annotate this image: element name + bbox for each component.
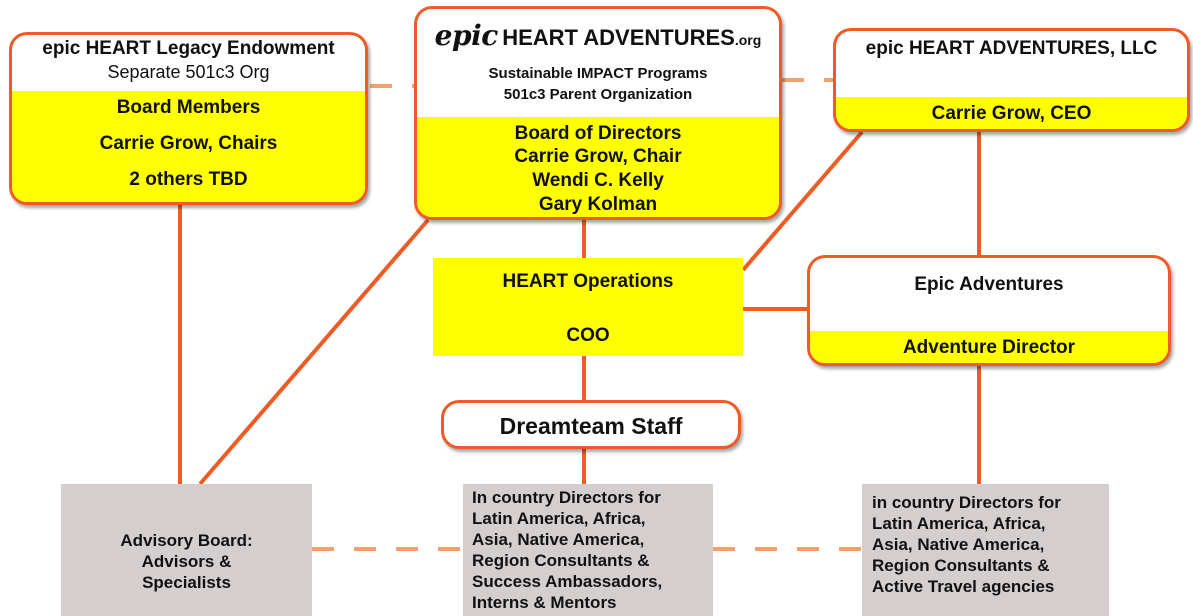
- endowment-line-2: Carrie Grow, Chairs: [99, 133, 278, 154]
- center-line-1: In country Directors for: [472, 488, 661, 507]
- advisory-line-1: Advisory Board:: [120, 531, 253, 550]
- org-line-3: Wendi C. Kelly: [532, 170, 664, 191]
- center-line-6: Interns & Mentors: [472, 593, 617, 612]
- advisory-line-3: Specialists: [142, 573, 231, 592]
- dreamteam-box: Dreamteam Staff: [441, 400, 741, 449]
- center-line-5: Success Ambassadors,: [472, 572, 663, 591]
- right-line-1: in country Directors for: [872, 493, 1061, 512]
- epic-adventures-role: Adventure Director: [902, 337, 1076, 358]
- endowment-box: epic HEART Legacy Endowment Separate 501…: [9, 32, 368, 205]
- in-country-center-box: In country Directors for Latin America, …: [463, 484, 713, 616]
- right-line-4: Region Consultants &: [872, 556, 1050, 575]
- org-line-4: Gary Kolman: [538, 194, 658, 215]
- dreamteam-title: Dreamteam Staff: [499, 413, 683, 439]
- epic-adventures-box: Epic Adventures Adventure Director: [807, 255, 1171, 366]
- endowment-line-1: Board Members: [116, 97, 261, 118]
- connector-org-advisory: [198, 218, 430, 486]
- center-line-2: Latin America, Africa,: [472, 509, 646, 528]
- epic-adventures-director-panel: Adventure Director: [810, 331, 1168, 363]
- endowment-title: epic HEART Legacy Endowment: [42, 38, 335, 59]
- right-line-5: Active Travel agencies: [872, 577, 1055, 596]
- center-line-3: Asia, Native America,: [472, 530, 645, 549]
- llc-line-1: Carrie Grow, CEO: [931, 103, 1092, 124]
- advisory-line-2: Advisors &: [141, 552, 232, 571]
- org-line-2: Carrie Grow, Chair: [514, 146, 682, 167]
- in-country-right-box: in country Directors for Latin America, …: [862, 484, 1109, 616]
- org-logo: epic HEART ADVENTURES.org: [417, 19, 779, 52]
- endowment-board-panel: Board Members Carrie Grow, Chairs 2 othe…: [12, 91, 365, 202]
- epic-adventures-title: Epic Adventures: [914, 274, 1064, 295]
- org-subtitle-2: 501c3 Parent Organization: [503, 86, 693, 103]
- advisory-box: Advisory Board: Advisors & Specialists: [61, 484, 312, 616]
- operations-role: COO: [566, 325, 610, 346]
- endowment-line-3: 2 others TBD: [129, 169, 248, 190]
- llc-ceo-panel: Carrie Grow, CEO: [836, 97, 1187, 129]
- org-board-panel: Board of Directors Carrie Grow, Chair We…: [417, 117, 779, 217]
- right-line-3: Asia, Native America,: [872, 535, 1045, 554]
- right-line-2: Latin America, Africa,: [872, 514, 1046, 533]
- org-logo-main: HEART ADVENTURES: [502, 25, 735, 50]
- connector-llc-operations: [741, 130, 864, 272]
- org-logo-epic: epic: [434, 19, 499, 52]
- center-line-4: Region Consultants &: [472, 551, 650, 570]
- operations-title: HEART Operations: [502, 271, 674, 292]
- llc-box: epic HEART ADVENTURES, LLC Carrie Grow, …: [833, 28, 1190, 132]
- llc-title: epic HEART ADVENTURES, LLC: [865, 38, 1158, 59]
- org-logo-suffix: .org: [734, 32, 762, 48]
- operations-box: HEART Operations COO: [433, 258, 743, 356]
- org-line-1: Board of Directors: [514, 123, 682, 144]
- adventures-org-box: epic HEART ADVENTURES.org Sustainable IM…: [414, 6, 782, 220]
- endowment-subtitle: Separate 501c3 Org: [107, 62, 270, 82]
- org-subtitle-1: Sustainable IMPACT Programs: [488, 65, 708, 82]
